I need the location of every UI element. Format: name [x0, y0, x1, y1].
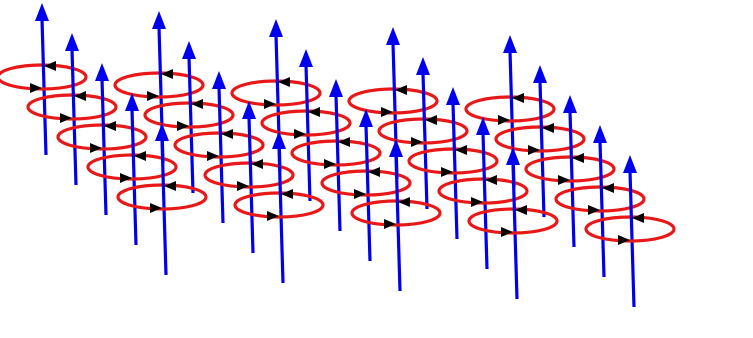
- spin-lattice-svg: [0, 0, 753, 338]
- spin-precession-diagram: [0, 0, 753, 338]
